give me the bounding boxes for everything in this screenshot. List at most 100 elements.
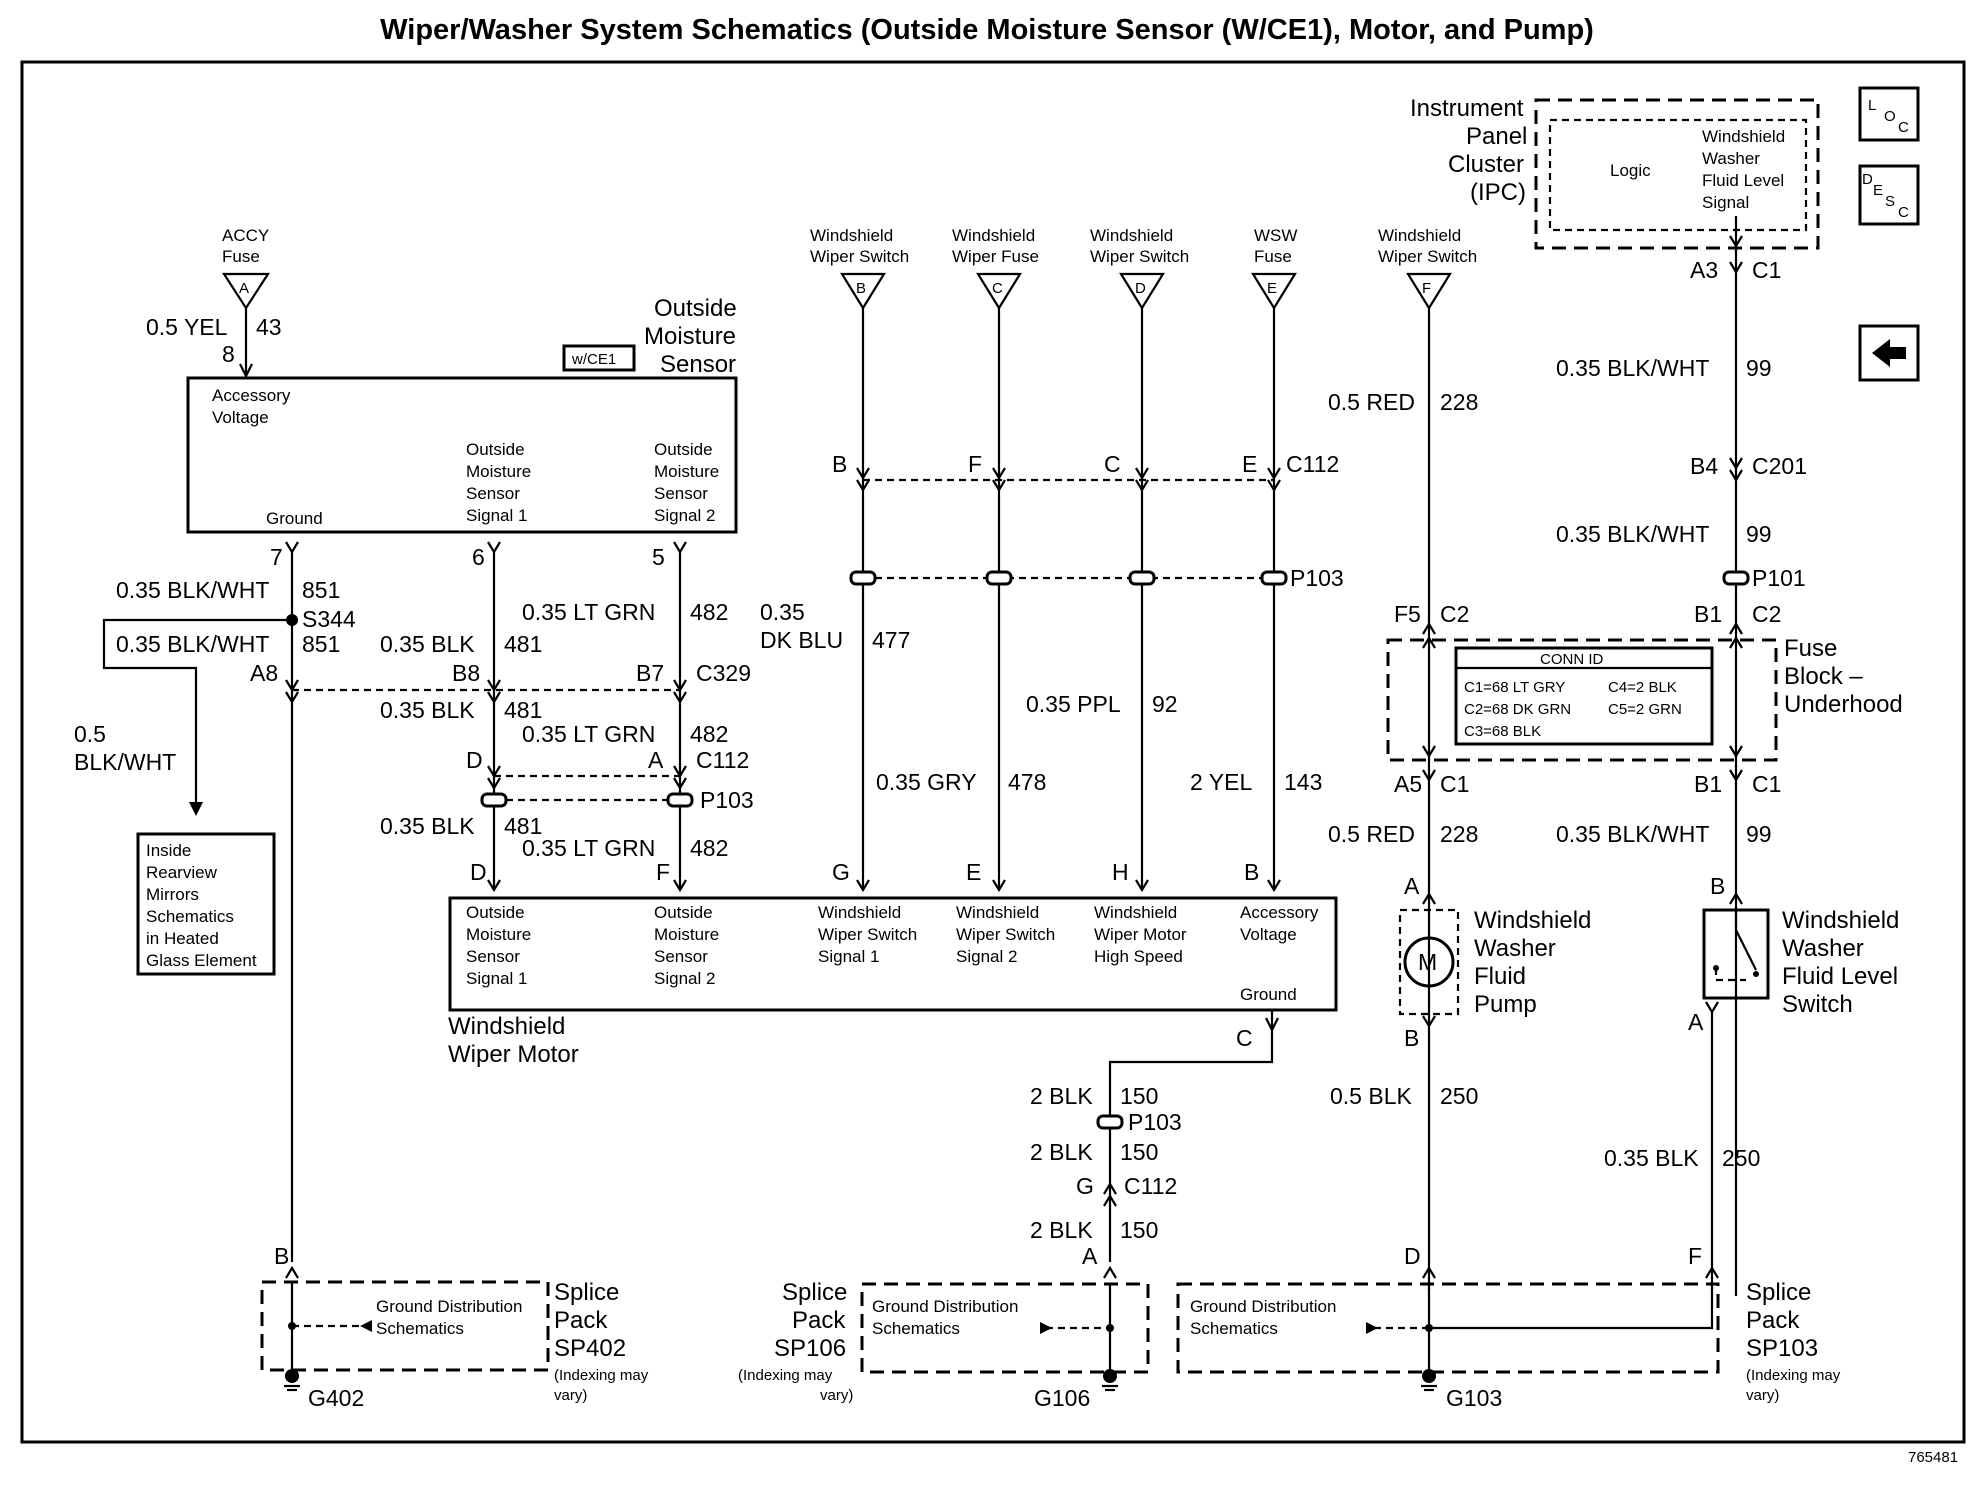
svg-text:0.35 BLK/WHT: 0.35 BLK/WHT — [1556, 355, 1709, 381]
svg-text:481: 481 — [504, 697, 542, 723]
svg-text:C: C — [1898, 119, 1909, 136]
svg-text:0.35 BLK: 0.35 BLK — [380, 631, 475, 657]
svg-text:0.35 GRY: 0.35 GRY — [876, 769, 977, 795]
svg-text:5: 5 — [652, 544, 665, 570]
svg-text:0.5: 0.5 — [74, 721, 106, 747]
option-badge — [562, 344, 636, 372]
location-icon[interactable]: L O C — [1858, 86, 1920, 142]
splice-pack-sp106 — [860, 1282, 1150, 1374]
svg-text:G402: G402 — [308, 1385, 364, 1411]
svg-text:C329: C329 — [696, 660, 751, 686]
svg-text:SP106: SP106 — [774, 1335, 846, 1362]
svg-text:481: 481 — [504, 631, 542, 657]
svg-text:SP402: SP402 — [554, 1335, 626, 1362]
svg-text:Pack: Pack — [1746, 1307, 1800, 1334]
back-arrow-icon[interactable] — [1858, 324, 1920, 382]
fuse-accy-label-1: ACCY — [222, 226, 269, 245]
svg-text:E: E — [966, 859, 981, 885]
svg-text:S344: S344 — [302, 606, 356, 632]
svg-text:Windshield: Windshield — [1782, 907, 1899, 934]
svg-text:Instrument: Instrument — [1410, 95, 1524, 122]
svg-text:250: 250 — [1440, 1083, 1478, 1109]
svg-text:Accessory: Accessory — [212, 386, 291, 405]
svg-text:0.5 RED: 0.5 RED — [1328, 389, 1415, 415]
fuse-accy-pin: A — [239, 280, 249, 297]
svg-text:E: E — [1873, 182, 1883, 199]
svg-text:228: 228 — [1440, 821, 1478, 847]
wiper-motor-title-1: Windshield — [448, 1013, 565, 1040]
svg-text:Windshield: Windshield — [1094, 903, 1177, 922]
sensor-title-3: Sensor — [660, 351, 736, 378]
svg-text:Washer: Washer — [1474, 935, 1556, 962]
svg-text:C1: C1 — [1440, 771, 1469, 797]
svg-text:Ground Distribution: Ground Distribution — [1190, 1297, 1336, 1316]
svg-text:Mirrors: Mirrors — [146, 885, 199, 904]
svg-text:Splice: Splice — [782, 1279, 847, 1306]
svg-text:150: 150 — [1120, 1083, 1158, 1109]
svg-text:C: C — [1898, 204, 1909, 221]
svg-text:228: 228 — [1440, 389, 1478, 415]
svg-text:C112: C112 — [1124, 1173, 1177, 1199]
svg-text:O: O — [1884, 108, 1896, 125]
svg-text:Windshield: Windshield — [952, 226, 1035, 245]
svg-text:7: 7 — [270, 544, 283, 570]
svg-text:BLK/WHT: BLK/WHT — [74, 749, 176, 775]
svg-text:G: G — [832, 859, 850, 885]
svg-text:Wiper Switch: Wiper Switch — [1090, 247, 1189, 266]
svg-text:Schematics: Schematics — [376, 1319, 464, 1338]
svg-text:Wiper Switch: Wiper Switch — [956, 925, 1055, 944]
svg-text:D: D — [1862, 171, 1873, 188]
svg-text:Windshield: Windshield — [1474, 907, 1591, 934]
mirror-schematics-ref[interactable] — [136, 832, 276, 976]
svg-text:C1: C1 — [1752, 771, 1781, 797]
svg-text:P103: P103 — [1290, 565, 1344, 591]
svg-text:2 BLK: 2 BLK — [1030, 1083, 1093, 1109]
svg-text:C2: C2 — [1752, 601, 1781, 627]
svg-text:C2=68 DK GRN: C2=68 DK GRN — [1464, 701, 1571, 718]
ipc-outer-box — [1534, 98, 1820, 250]
diagram-frame — [20, 60, 1966, 1444]
svg-text:A8: A8 — [250, 660, 278, 686]
svg-text:C3=68 BLK: C3=68 BLK — [1464, 723, 1541, 740]
svg-text:D: D — [466, 747, 483, 773]
svg-text:Cluster: Cluster — [1448, 151, 1524, 178]
svg-text:C2: C2 — [1440, 601, 1469, 627]
svg-text:F: F — [1422, 280, 1431, 297]
svg-text:E: E — [1242, 451, 1257, 477]
svg-text:vary): vary) — [1746, 1387, 1779, 1404]
svg-text:Washer: Washer — [1782, 935, 1864, 962]
svg-text:Moisture: Moisture — [654, 462, 719, 481]
svg-text:(Indexing may: (Indexing may — [738, 1367, 833, 1384]
svg-text:Splice: Splice — [1746, 1279, 1811, 1306]
svg-text:C4=2 BLK: C4=2 BLK — [1608, 679, 1677, 696]
conn-id-table — [1454, 646, 1714, 746]
svg-text:Signal 2: Signal 2 — [654, 506, 715, 525]
svg-text:Fluid Level: Fluid Level — [1702, 171, 1784, 190]
svg-text:Outside: Outside — [654, 903, 713, 922]
svg-text:0.5 RED: 0.5 RED — [1328, 821, 1415, 847]
svg-text:F: F — [656, 859, 670, 885]
svg-text:C: C — [1104, 451, 1121, 477]
svg-text:0.5 BLK: 0.5 BLK — [1330, 1083, 1412, 1109]
svg-text:Outside: Outside — [466, 440, 525, 459]
svg-text:(Indexing may: (Indexing may — [1746, 1367, 1841, 1384]
svg-text:Accessory: Accessory — [1240, 903, 1319, 922]
svg-text:Pack: Pack — [554, 1307, 608, 1334]
svg-text:Wiper Fuse: Wiper Fuse — [952, 247, 1039, 266]
svg-text:Ground Distribution: Ground Distribution — [872, 1297, 1018, 1316]
svg-text:A: A — [1404, 873, 1420, 899]
svg-text:Moisture: Moisture — [466, 462, 531, 481]
svg-text:99: 99 — [1746, 821, 1772, 847]
svg-text:Sensor: Sensor — [466, 947, 520, 966]
splice-pack-sp402 — [260, 1280, 550, 1372]
svg-text:B: B — [1244, 859, 1259, 885]
ground-g103 — [1422, 1369, 1436, 1383]
svg-text:SP103: SP103 — [1746, 1335, 1818, 1362]
sensor-title-1: Outside — [654, 295, 737, 322]
description-icon[interactable]: D E S C — [1858, 164, 1920, 226]
svg-text:Sensor: Sensor — [654, 947, 708, 966]
svg-text:851: 851 — [302, 577, 340, 603]
sensor-ground-label: Ground — [266, 509, 323, 528]
svg-text:Voltage: Voltage — [212, 408, 269, 427]
svg-text:Ground: Ground — [1240, 985, 1297, 1004]
